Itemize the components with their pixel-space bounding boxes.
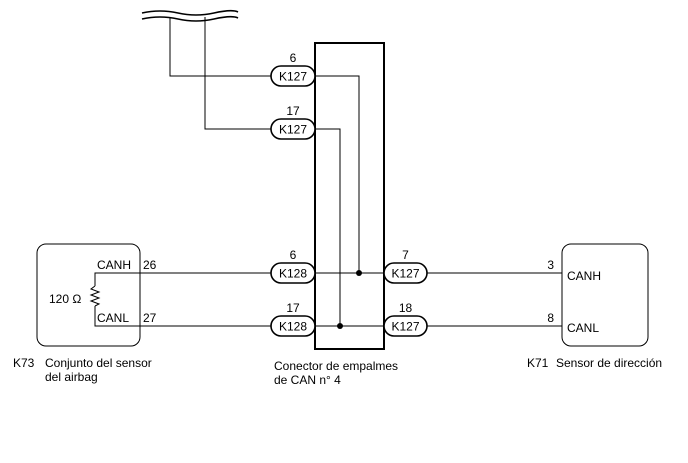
steering-sensor-box	[561, 243, 649, 347]
connector-pills	[270, 65, 428, 337]
airbag-module-name-line1: Conjunto del sensor	[45, 356, 152, 370]
connector-name-top-6: K127	[279, 70, 307, 84]
airbag-canl-label: CANL	[97, 311, 129, 325]
connector-pill-top-17	[270, 118, 316, 140]
steering-sensor-name: Sensor de dirección	[556, 356, 662, 370]
wire-top-17-inside	[315, 128, 341, 326]
wires	[94, 17, 562, 327]
airbag-canl-pin: 27	[143, 311, 157, 325]
steering-canl-label: CANL	[567, 321, 599, 335]
connector-pill-left-6	[270, 262, 316, 284]
connector-name-left-17: K128	[279, 320, 307, 334]
connector-name-top-17: K127	[279, 123, 307, 137]
pin-right-18: 18	[399, 301, 413, 315]
junction-dot-canl	[337, 323, 343, 329]
resistor-symbol	[89, 285, 101, 307]
airbag-canh-label: CANH	[97, 258, 131, 272]
pin-top-17: 17	[286, 104, 300, 118]
pin-right-7: 7	[402, 248, 409, 262]
steering-canl-pin: 8	[547, 311, 554, 325]
airbag-module-box	[36, 243, 141, 347]
connector-pill-right-18	[383, 315, 428, 337]
wire-top-6-inside	[315, 75, 360, 273]
resistor-lead-top	[94, 272, 140, 286]
pin-left-6: 6	[290, 248, 297, 262]
wire-top-6	[169, 17, 271, 77]
steering-canh-pin: 3	[547, 258, 554, 272]
resistor-lead-bottom	[94, 306, 140, 327]
steering-canh-label: CANH	[567, 269, 601, 283]
connector-name-right-7: K127	[391, 267, 419, 281]
airbag-canh-pin: 26	[143, 258, 157, 272]
junction-label-line2: de CAN n° 4	[274, 373, 341, 387]
connector-pill-left-17	[270, 315, 316, 337]
airbag-module-name-line2: del airbag	[45, 370, 98, 384]
airbag-module-id: K73	[13, 356, 35, 370]
resistor-value: 120 Ω	[49, 292, 81, 306]
wire-top-17	[204, 17, 271, 130]
pin-top-6: 6	[290, 51, 297, 65]
connector-name-left-6: K128	[279, 267, 307, 281]
connector-pill-right-7	[383, 262, 428, 284]
junction-dot-canh	[356, 270, 362, 276]
pin-left-17: 17	[286, 301, 300, 315]
steering-sensor-id: K71	[527, 356, 549, 370]
junction-label-line1: Conector de empalmes	[274, 359, 398, 373]
connector-name-right-18: K127	[391, 320, 419, 334]
junction-connector-box	[314, 42, 385, 350]
wire-break-mark	[141, 9, 239, 22]
connector-pill-top-6	[270, 65, 316, 87]
